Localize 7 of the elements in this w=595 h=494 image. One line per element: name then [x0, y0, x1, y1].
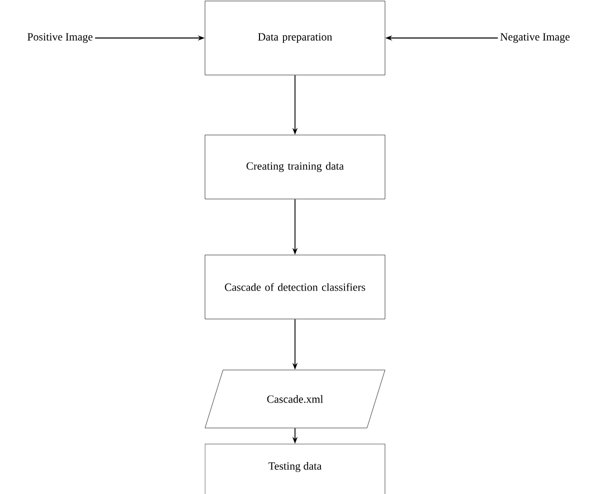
data-parallelogram: Cascade.xml [204, 370, 386, 428]
process-box: Testing data [204, 444, 386, 494]
process-box: Cascade of detection classifiers [204, 254, 386, 320]
process-box: Creating training data [204, 134, 386, 200]
input-label: Negative Image [500, 33, 570, 43]
input-label: Positive Image [27, 33, 92, 43]
process-box: Data preparation [204, 0, 386, 76]
